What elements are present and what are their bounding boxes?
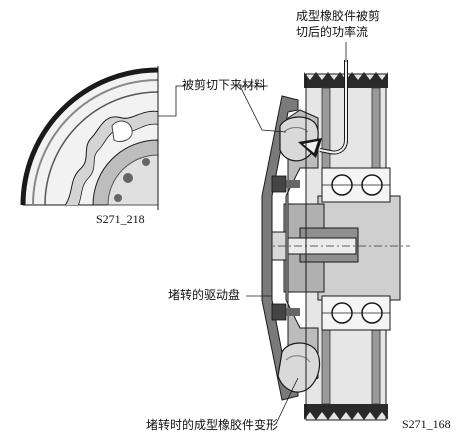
- sheared-material-label: 被剪切下来材料: [182, 78, 267, 92]
- power-flow-label-line1: 成型橡胶件被剪: [296, 9, 381, 23]
- blocked-drive-disc-label: 堵转的驱动盘: [168, 288, 241, 302]
- detail-figure-code: S271_218: [96, 212, 145, 226]
- detail-view: [20, 66, 159, 210]
- deformed-rubber-label: 堵转时的成型橡胶件变形: [146, 418, 279, 432]
- power-flow-label-line2: 切后的功率流: [296, 25, 369, 39]
- section-view: [261, 60, 410, 421]
- main-figure-code: S271_168: [402, 417, 451, 431]
- leader-lines: [158, 42, 347, 425]
